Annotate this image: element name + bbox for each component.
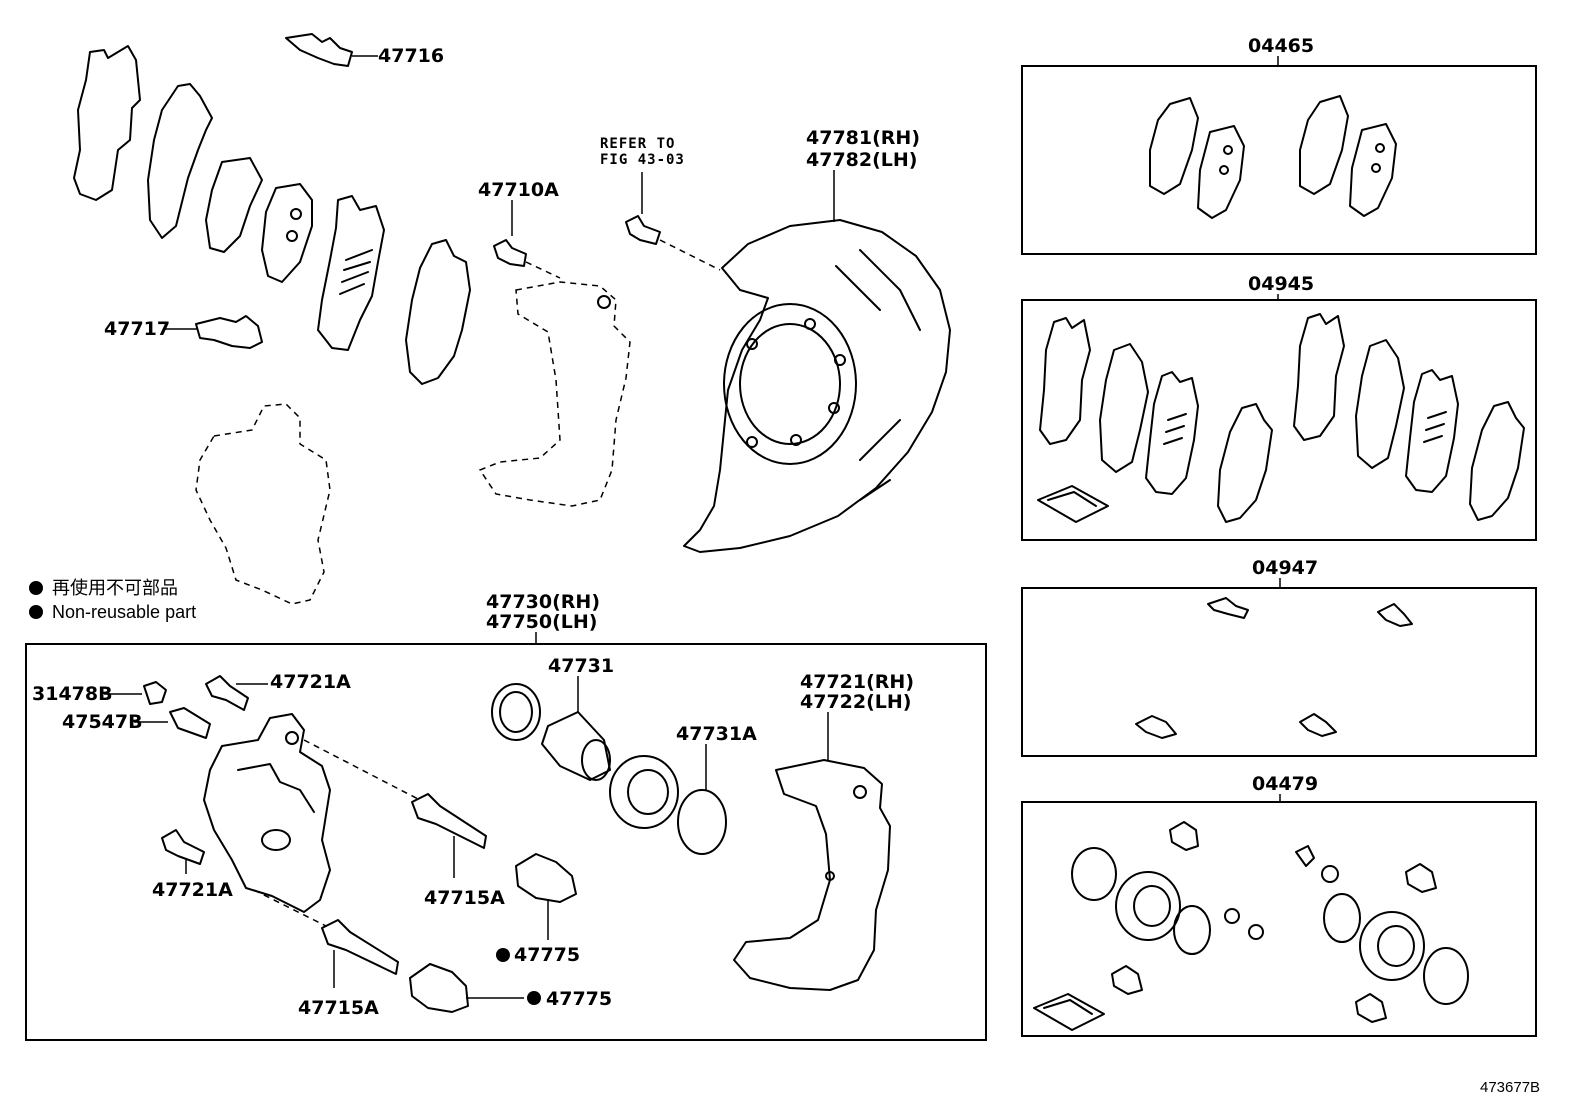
pin-boot-bot xyxy=(409,963,469,1013)
label-31478B: 31478B xyxy=(32,683,113,705)
cylinder-boot xyxy=(491,683,541,741)
diagram-code: 473677B xyxy=(1480,1079,1540,1096)
bolt-47710A xyxy=(493,239,527,267)
kit-04947-clips xyxy=(1135,597,1413,739)
anti-squeal-shim-outer xyxy=(73,45,141,201)
caliper-body xyxy=(203,713,331,913)
kit-label-04465: 04465 xyxy=(1248,35,1314,57)
label-47750: 47750(LH) xyxy=(486,611,597,633)
kit-label-04947: 04947 xyxy=(1252,557,1318,579)
pin-boot-mid xyxy=(515,853,577,903)
label-47731: 47731 xyxy=(548,655,614,677)
kit-04465-pads xyxy=(1149,95,1397,219)
kit-label-04945: 04945 xyxy=(1248,273,1314,295)
anti-rattle-clip-47716 xyxy=(285,33,353,67)
brake-pad-a xyxy=(205,157,263,253)
legend-en: Non-reusable part xyxy=(52,602,196,622)
slide-pin-mid xyxy=(411,793,487,849)
label-47721: 47721(RH) xyxy=(800,671,914,693)
label-47721A-top: 47721A xyxy=(270,671,351,693)
kit-04945-shims xyxy=(1037,313,1525,523)
bleeder-plug xyxy=(169,707,211,739)
piston-seal-kit xyxy=(609,755,679,829)
caliper-mounting-ghost xyxy=(478,281,631,507)
bleeder-cap xyxy=(143,681,167,705)
non-reusable-bullet-2 xyxy=(29,605,43,619)
bolt-47721A-top xyxy=(205,675,249,711)
label-refer-fig: FIG 43-03 xyxy=(600,152,685,168)
non-reusable-dot-a xyxy=(496,948,510,962)
label-47710A: 47710A xyxy=(478,179,559,201)
non-reusable-dot-b xyxy=(527,991,541,1005)
label-47717: 47717 xyxy=(104,318,170,340)
slide-pin-bot xyxy=(321,919,399,975)
label-47715A-mid: 47715A xyxy=(424,887,505,909)
label-refer-to: REFER TO xyxy=(600,136,675,152)
caliper-ghost xyxy=(195,403,331,605)
kit-box-04465 xyxy=(1021,65,1537,255)
label-47715A-bot: 47715A xyxy=(298,997,379,1019)
label-47722: 47722(LH) xyxy=(800,691,911,713)
pad-shim-right xyxy=(405,239,471,385)
non-reusable-bullet xyxy=(29,581,43,595)
kit-box-04947 xyxy=(1021,587,1537,757)
bolt-47721A-bot xyxy=(161,829,205,865)
bolt-refer xyxy=(625,215,661,245)
kit-04479-seals xyxy=(1033,821,1469,1031)
pad-support-plate xyxy=(317,195,385,351)
kit-label-04479: 04479 xyxy=(1252,773,1318,795)
legend-jp: 再使用不可部品 xyxy=(52,578,178,598)
label-47731A: 47731A xyxy=(676,723,757,745)
anti-rattle-clip-47717 xyxy=(195,315,263,349)
kit-box-04479 xyxy=(1021,801,1537,1037)
caliper-assembly-box xyxy=(25,643,987,1041)
label-47716: 47716 xyxy=(378,45,444,67)
label-47775-b: 47775 xyxy=(546,988,612,1010)
caliper-mounting xyxy=(733,759,891,991)
label-47782: 47782(LH) xyxy=(806,149,917,171)
label-47781: 47781(RH) xyxy=(806,127,920,149)
label-47547B: 47547B xyxy=(62,711,143,733)
label-47730: 47730(RH) xyxy=(486,591,600,613)
anti-squeal-shim-inner xyxy=(147,83,213,239)
piston-seal xyxy=(677,789,727,855)
label-47775-a: 47775 xyxy=(514,944,580,966)
label-47721A-bot: 47721A xyxy=(152,879,233,901)
disc-brake-dust-cover xyxy=(683,219,951,553)
kit-box-04945 xyxy=(1021,299,1537,541)
cylinder-piston xyxy=(541,711,611,781)
